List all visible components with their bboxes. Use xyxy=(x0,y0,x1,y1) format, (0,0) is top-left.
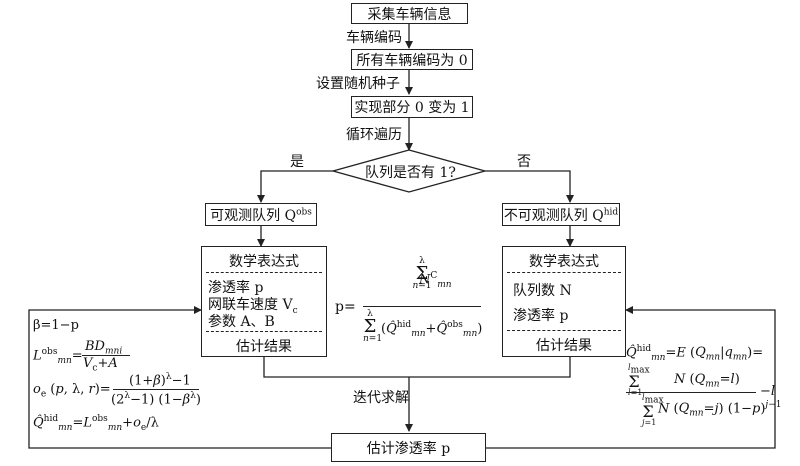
left-box-divider-bottom xyxy=(206,331,322,332)
oe-formula: oe (p, λ, r)= (1+β)λ−1 (2λ−1) (1−βλ) xyxy=(33,372,201,408)
edge-label-iterate: 迭代求解 xyxy=(353,390,409,406)
right-box-result: 估计结果 xyxy=(536,338,592,354)
left-box-result: 估计结果 xyxy=(236,339,292,355)
edge-label-loop: 循环遍历 xyxy=(346,127,402,143)
left-box-line1: 渗透率 p xyxy=(208,280,264,296)
edge-label-vehicle-code: 车辆编码 xyxy=(346,30,402,46)
left-expression-box: 数学表达式 渗透率 p 网联车速度 Vc 参数 A、B 估计结果 xyxy=(201,246,327,357)
q-hid-right-formula: Q̂hidmn=E (Qmn|qmn)= lmax Σ l=1 N (Qmn=l… xyxy=(626,344,782,427)
collect-label: 采集车辆信息 xyxy=(367,6,452,23)
merge-lines xyxy=(263,356,571,378)
left-box-line2: 网联车速度 Vc xyxy=(208,297,298,316)
partial-flip-node: 实现部分 0 变为 1 xyxy=(351,96,473,118)
estimate-label: 估计渗透率 p xyxy=(366,440,451,457)
right-box-line2: 渗透率 p xyxy=(513,308,569,324)
right-box-line1: 队列数 N xyxy=(513,283,572,299)
edge-label-random-seed: 设置随机种子 xyxy=(316,76,400,92)
left-box-line3: 参数 A、B xyxy=(208,314,275,330)
beta-formula: β=1−p xyxy=(33,318,79,333)
left-box-divider-top xyxy=(206,272,322,273)
right-box-divider-top xyxy=(507,272,621,273)
edge-label-yes: 是 xyxy=(290,154,304,170)
observable-label: 可观测队列 Qobs xyxy=(210,206,312,224)
right-box-title: 数学表达式 xyxy=(529,254,599,270)
feedback-right xyxy=(486,306,776,449)
decision-label: 队列是否有 1? xyxy=(365,165,456,181)
collect-vehicle-info-node: 采集车辆信息 xyxy=(351,3,468,24)
right-expression-box: 数学表达式 队列数 N 渗透率 p 估计结果 xyxy=(502,246,626,357)
arrow-no xyxy=(485,170,574,203)
encode-all-zero-node: 所有车辆编码为 0 xyxy=(351,49,473,70)
encode-all-label: 所有车辆编码为 0 xyxy=(356,52,468,69)
right-box-divider-bottom xyxy=(507,330,621,331)
q-hid-left-formula: Q̂hidmn=Lobsmn+oe/λ xyxy=(33,414,159,433)
feedback-left xyxy=(28,306,331,449)
unobservable-queue-node: 不可观测队列 Qhid xyxy=(502,203,620,226)
decision-diamond xyxy=(330,149,488,193)
partial-label: 实现部分 0 变为 1 xyxy=(354,100,470,116)
edge-label-no: 否 xyxy=(517,154,531,170)
unobservable-label: 不可观测队列 Qhid xyxy=(503,206,619,224)
observable-queue-node: 可观测队列 Qobs xyxy=(205,203,317,226)
center-formula: p= λ Σ n=1 NCmn λ Σ n=1 (Q̂hidmn+Q̂obsmn… xyxy=(335,256,483,344)
left-box-title: 数学表达式 xyxy=(229,254,299,270)
estimate-penetration-node: 估计渗透率 p xyxy=(331,433,486,462)
arrow-yes xyxy=(257,170,333,203)
l-obs-formula: Lobsmn= BDmni Vc+A xyxy=(33,339,143,374)
